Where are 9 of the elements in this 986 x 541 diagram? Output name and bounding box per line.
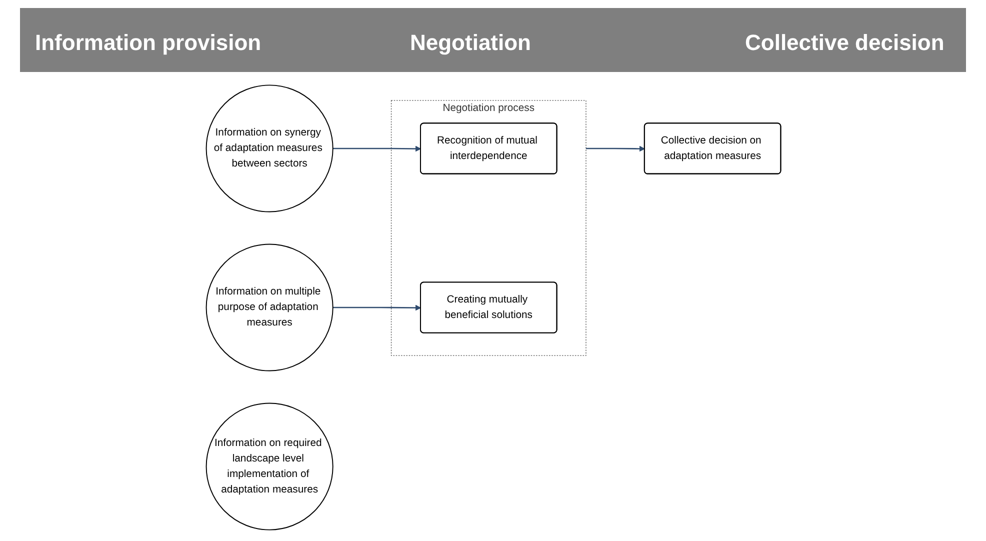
arrow — [332, 146, 421, 152]
node-circle: Information on multiple purpose of adaptation measures — [205, 244, 333, 372]
arrow — [586, 146, 644, 152]
node-circle: Information on synergy of adaptation measures between sectors — [205, 84, 333, 212]
column-heading: Information provision — [35, 30, 262, 56]
arrow — [332, 304, 421, 311]
column-heading: Collective decision — [745, 30, 944, 56]
column-heading: Negotiation — [410, 30, 531, 56]
node-circle: Information on required landscape level implementation of adaptation measures — [205, 402, 333, 530]
